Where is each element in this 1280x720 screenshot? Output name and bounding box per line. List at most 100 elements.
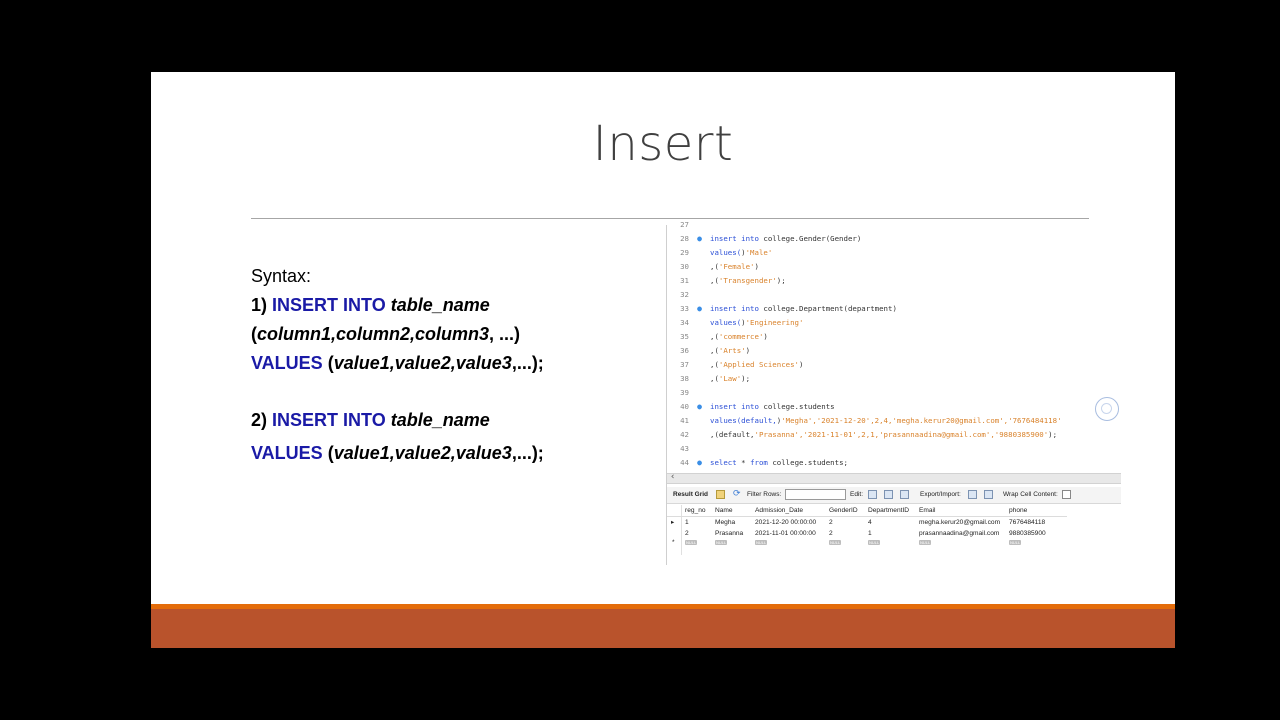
null-cell[interactable]: NULL bbox=[1009, 539, 1022, 546]
code-line: 43 bbox=[667, 442, 710, 456]
syntax-heading: Syntax: bbox=[251, 266, 312, 286]
result-toolbar: Result Grid ⟳ Filter Rows: Edit: Export/… bbox=[667, 487, 1121, 504]
code-text: select * from college.students; bbox=[710, 458, 848, 467]
code-line: 36,('Arts') bbox=[667, 344, 750, 358]
import-icon[interactable] bbox=[984, 490, 993, 499]
line-number: 42 bbox=[680, 430, 689, 439]
line-number: 30 bbox=[680, 262, 689, 271]
sql-text: ) bbox=[763, 332, 768, 341]
line-number: 29 bbox=[680, 248, 689, 257]
title-divider bbox=[251, 218, 1089, 219]
table-cell: 2 bbox=[829, 519, 833, 526]
statement-marker-icon: ● bbox=[697, 234, 702, 243]
sql-text: ) bbox=[745, 346, 751, 355]
workbench-screenshot: 27 28 ● insert into college.Gender(Gender) 2… bbox=[666, 220, 1121, 565]
paren: ( bbox=[322, 353, 334, 373]
slide-title: Insert bbox=[592, 116, 734, 172]
new-row[interactable]: * NULL NULL NULL NULL NULL NULL NULL bbox=[667, 539, 1067, 546]
null-cell[interactable]: NULL bbox=[868, 539, 881, 546]
filter-rows-input[interactable] bbox=[785, 489, 846, 500]
sql-text: ) bbox=[754, 262, 759, 271]
result-grid-tab[interactable]: Result Grid bbox=[673, 491, 709, 498]
sql-text: ,(default, bbox=[710, 430, 755, 439]
null-badge: NULL bbox=[715, 539, 728, 545]
sql-text: ,( bbox=[710, 346, 719, 355]
horizontal-scrollbar[interactable]: ‹ bbox=[667, 472, 1121, 484]
null-badge: NULL bbox=[868, 539, 881, 545]
sql-keyword: insert into bbox=[710, 304, 759, 313]
refresh-icon[interactable]: ⟳ bbox=[733, 488, 741, 498]
table-cell: Megha bbox=[715, 519, 736, 526]
filter-rows-label: Filter Rows: bbox=[747, 491, 782, 498]
table-name: table_name bbox=[390, 410, 490, 430]
sql-string: 'commerce' bbox=[718, 332, 764, 341]
delete-row-icon[interactable] bbox=[900, 490, 909, 499]
code-line: 37,('Applied Sciences') bbox=[667, 358, 803, 372]
line-number: 33 bbox=[680, 304, 689, 313]
code-line: 39 bbox=[667, 386, 710, 400]
keyword: VALUES bbox=[251, 443, 323, 463]
keyword: INSERT INTO bbox=[272, 410, 386, 430]
line-number: 31 bbox=[680, 276, 689, 285]
paren: ( bbox=[322, 443, 334, 463]
syntax-line-2: (column1,column2,column3, ...) bbox=[251, 320, 544, 349]
sql-string: 'Arts' bbox=[718, 346, 746, 355]
column-header: Name bbox=[715, 507, 733, 514]
new-row-marker: * bbox=[672, 539, 675, 546]
table-cell: 9880385900 bbox=[1009, 530, 1046, 537]
edit-row-icon[interactable] bbox=[868, 490, 877, 499]
sql-string: 'Applied Sciences' bbox=[718, 360, 799, 369]
export-import-label: Export/Import: bbox=[920, 491, 961, 498]
sql-text: college.students bbox=[758, 402, 835, 411]
line-number: 43 bbox=[680, 444, 689, 453]
line-number: 37 bbox=[680, 360, 689, 369]
sql-text: ); bbox=[776, 276, 786, 285]
syntax-number: 1) bbox=[251, 295, 273, 315]
paren-close: ,...); bbox=[511, 353, 544, 373]
sql-string: 'Female' bbox=[718, 262, 755, 271]
footer-accent-line bbox=[151, 604, 1175, 609]
line-number: 39 bbox=[680, 388, 689, 397]
sql-text: ,( bbox=[710, 360, 719, 369]
null-cell[interactable]: NULL bbox=[829, 539, 842, 546]
export-icon[interactable] bbox=[968, 490, 977, 499]
syntax-block: Syntax: 1) INSERT INTO table_name (colum… bbox=[251, 262, 544, 468]
wrap-toggle-icon[interactable] bbox=[1062, 490, 1071, 499]
sql-keyword: select bbox=[710, 458, 737, 467]
sql-string: 'Megha','2021-12-20',2,4,'megha.kerur20@… bbox=[781, 416, 1062, 425]
grid-view-icon[interactable] bbox=[716, 490, 725, 499]
code-line: 32 bbox=[667, 288, 710, 302]
null-badge: NULL bbox=[829, 539, 842, 545]
null-cell[interactable]: NULL bbox=[715, 539, 728, 546]
sql-keyword: insert into bbox=[710, 402, 759, 411]
syntax-line-3: VALUES (value1,value2,value3,...); bbox=[251, 349, 544, 378]
column-header: phone bbox=[1009, 507, 1028, 514]
null-cell[interactable]: NULL bbox=[919, 539, 932, 546]
line-number: 38 bbox=[680, 374, 689, 383]
null-cell[interactable]: NULL bbox=[685, 539, 698, 546]
code-text: ,('Transgender'); bbox=[710, 276, 786, 285]
column-header: Admission_Date bbox=[755, 507, 804, 514]
code-text: insert into college.Gender(Gender) bbox=[710, 234, 861, 243]
null-cell[interactable]: NULL bbox=[755, 539, 768, 546]
scroll-left-icon[interactable]: ‹ bbox=[670, 472, 676, 482]
code-line: 27 bbox=[667, 218, 710, 232]
sql-string: 'Engineering' bbox=[745, 318, 804, 327]
line-number: 28 bbox=[680, 234, 689, 243]
syntax-line-1: 1) INSERT INTO table_name bbox=[251, 291, 544, 320]
sql-text: ,( bbox=[710, 262, 719, 271]
row-pointer-icon: ▸ bbox=[671, 519, 675, 526]
table-cell: 2 bbox=[685, 530, 689, 537]
sql-keyword: values(default, bbox=[710, 416, 777, 425]
null-badge: NULL bbox=[685, 539, 698, 545]
null-badge: NULL bbox=[755, 539, 768, 545]
sql-text: ,( bbox=[710, 332, 719, 341]
table-cell: megha.kerur20@gmail.com bbox=[919, 519, 1001, 526]
line-number: 27 bbox=[680, 220, 689, 229]
add-row-icon[interactable] bbox=[884, 490, 893, 499]
sql-text: ,( bbox=[710, 374, 719, 383]
code-text: values()'Male' bbox=[710, 248, 772, 257]
